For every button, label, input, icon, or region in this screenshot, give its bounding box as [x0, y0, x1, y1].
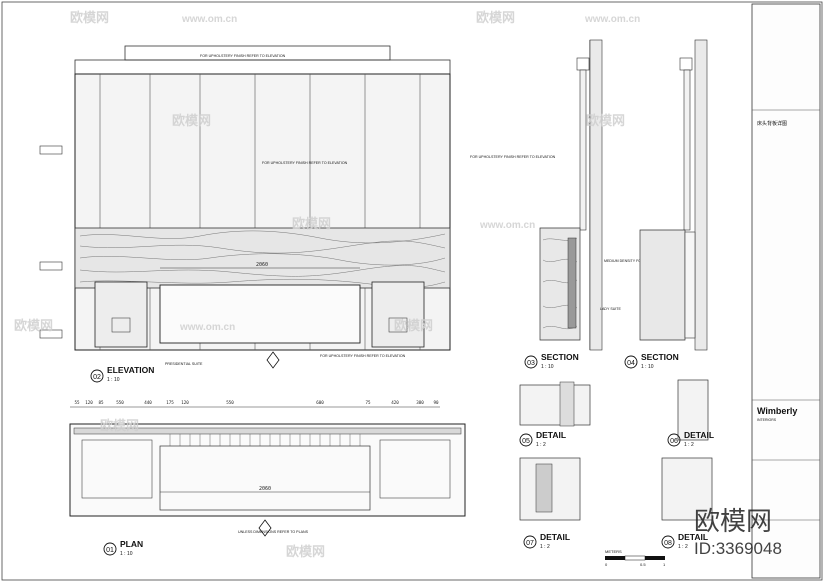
watermark-site-1: www.om.cn — [181, 14, 237, 25]
plan-dim-13: 90 — [433, 400, 439, 405]
plan-dim-3: 85 — [98, 400, 104, 405]
section-03-title: SECTION — [541, 352, 579, 362]
title-block: 床头背板详图 Wimberly INTERIORS — [751, 3, 821, 579]
plan-dim-5: 440 — [144, 400, 152, 405]
plan-width-dim: 2060 — [259, 486, 271, 492]
note-unless-dims: UNLESS DIMENSIONS REFER TO PLANS — [238, 530, 309, 534]
note-upholstery-1: FOR UPHOLSTERY FINISH REFER TO ELEVATION — [200, 54, 286, 58]
plan-dim-10: 75 — [365, 400, 371, 405]
plan-dim-1: 55 — [74, 400, 80, 405]
watermark-brand-2: 欧模网 — [476, 10, 515, 25]
plan-dim-7: 120 — [181, 400, 189, 405]
detail-06-title: DETAIL — [684, 430, 714, 440]
elevation-title: ELEVATION — [107, 365, 154, 375]
section-03-scale: 1 : 10 — [541, 364, 554, 370]
watermark-site-3: www.om.cn — [479, 220, 535, 231]
watermark-brand-8: 欧模网 — [100, 418, 139, 433]
detail-05-scale: 1 : 2 — [536, 442, 546, 448]
watermark-brand-7: 欧模网 — [394, 318, 433, 333]
watermark-brand-1: 欧模网 — [70, 10, 109, 25]
section-03-number: 03 — [527, 360, 535, 367]
scale-tick-2: 1 — [663, 562, 666, 567]
detail-07-title: DETAIL — [540, 532, 570, 542]
detail-05-number: 05 — [522, 438, 530, 445]
section-04-scale: 1 : 10 — [641, 364, 654, 370]
scale-bar-label: METERS — [605, 549, 622, 554]
detail-08-scale: 1 : 2 — [678, 544, 688, 550]
watermark-brand-9: 欧模网 — [286, 544, 325, 559]
detail-06-scale: 1 : 2 — [684, 442, 694, 448]
plan-dim-2: 120 — [85, 400, 93, 405]
scale-tick-1: 0.5 — [640, 562, 646, 567]
plan-dim-11: 420 — [391, 400, 399, 405]
plan-number-circle — [103, 542, 117, 556]
plan-dim-12: 380 — [416, 400, 424, 405]
plan-view: 55 120 85 550 440 175 120 550 600 75 420… — [69, 400, 466, 557]
brand-logo: Wimberly — [757, 406, 797, 416]
elevation-view: 2060 FOR UPHOLSTERY FINISH REFER TO ELEV… — [39, 45, 451, 383]
detail-08-title: DETAIL — [678, 532, 708, 542]
elevation-width-dim: 2060 — [256, 262, 268, 268]
plan-dim-9: 600 — [316, 400, 324, 405]
detail-07-view: 07 DETAIL 1 : 2 — [519, 457, 581, 550]
brand-sub: INTERIORS — [757, 418, 777, 422]
detail-07-scale: 1 : 2 — [540, 544, 550, 550]
watermark-brand-large: 欧模网 — [694, 506, 772, 536]
watermark-site-2: www.om.cn — [584, 14, 640, 25]
plan-scale: 1 : 10 — [120, 551, 133, 557]
plan-dim-4: 550 — [116, 400, 124, 405]
scale-bar: METERS 0 0.5 1 — [605, 549, 666, 567]
note-lady-suite: LADY SUITE — [600, 307, 622, 311]
watermark-brand-4: 欧模网 — [586, 113, 625, 128]
elevation-number: 02 — [93, 374, 101, 381]
section-marker — [266, 351, 280, 369]
note-upholstery-4: FOR UPHOLSTERY FINISH REFER TO ELEVATION — [470, 155, 556, 159]
watermark-brand-3: 欧模网 — [172, 113, 211, 128]
elevation-scale: 1 : 10 — [107, 377, 120, 383]
detail-06-number: 06 — [670, 438, 678, 445]
plan-dim-8: 550 — [226, 400, 234, 405]
note-presidential-suite: PRESIDENTIAL SUITE — [165, 362, 203, 366]
plan-title: PLAN — [120, 539, 143, 549]
scale-tick-0: 0 — [605, 562, 608, 567]
watermark-site-4: www.om.cn — [179, 322, 235, 333]
section-04-number: 04 — [627, 360, 635, 367]
detail-08-view: 08 DETAIL 1 : 2 — [661, 457, 713, 550]
watermark-layer: 欧模网 www.om.cn 欧模网 www.om.cn 欧模网 欧模网 欧模网 … — [14, 10, 782, 559]
detail-05-view: 05 DETAIL 1 : 2 — [519, 381, 591, 448]
detail-05-title: DETAIL — [536, 430, 566, 440]
watermark-brand-5: 欧模网 — [292, 216, 331, 231]
elevation-number-circle — [90, 369, 104, 383]
note-upholstery-2: FOR UPHOLSTERY FINISH REFER TO ELEVATION — [262, 161, 348, 165]
note-upholstery-3: FOR UPHOLSTERY FINISH REFER TO ELEVATION — [320, 354, 406, 358]
section-04-title: SECTION — [641, 352, 679, 362]
detail-07-number: 07 — [526, 540, 534, 547]
section-04-view: 04 SECTION 1 : 10 — [624, 39, 708, 370]
watermark-brand-6: 欧模网 — [14, 318, 53, 333]
detail-08-number: 08 — [664, 540, 672, 547]
watermark-id: ID:3369048 — [694, 539, 782, 558]
section-03-circle — [524, 355, 538, 369]
section-04-circle — [624, 355, 638, 369]
section-03-view: FOR UPHOLSTERY FINISH REFER TO ELEVATION… — [470, 39, 664, 370]
sheet-cn-title: 床头背板详图 — [757, 120, 787, 127]
note-medium-density: MEDIUM DENSITY FOAM BACKING — [604, 259, 664, 263]
detail-06-view: 06 DETAIL 1 : 2 — [667, 379, 714, 448]
plan-number: 01 — [106, 547, 114, 554]
plan-dim-6: 175 — [166, 400, 174, 405]
